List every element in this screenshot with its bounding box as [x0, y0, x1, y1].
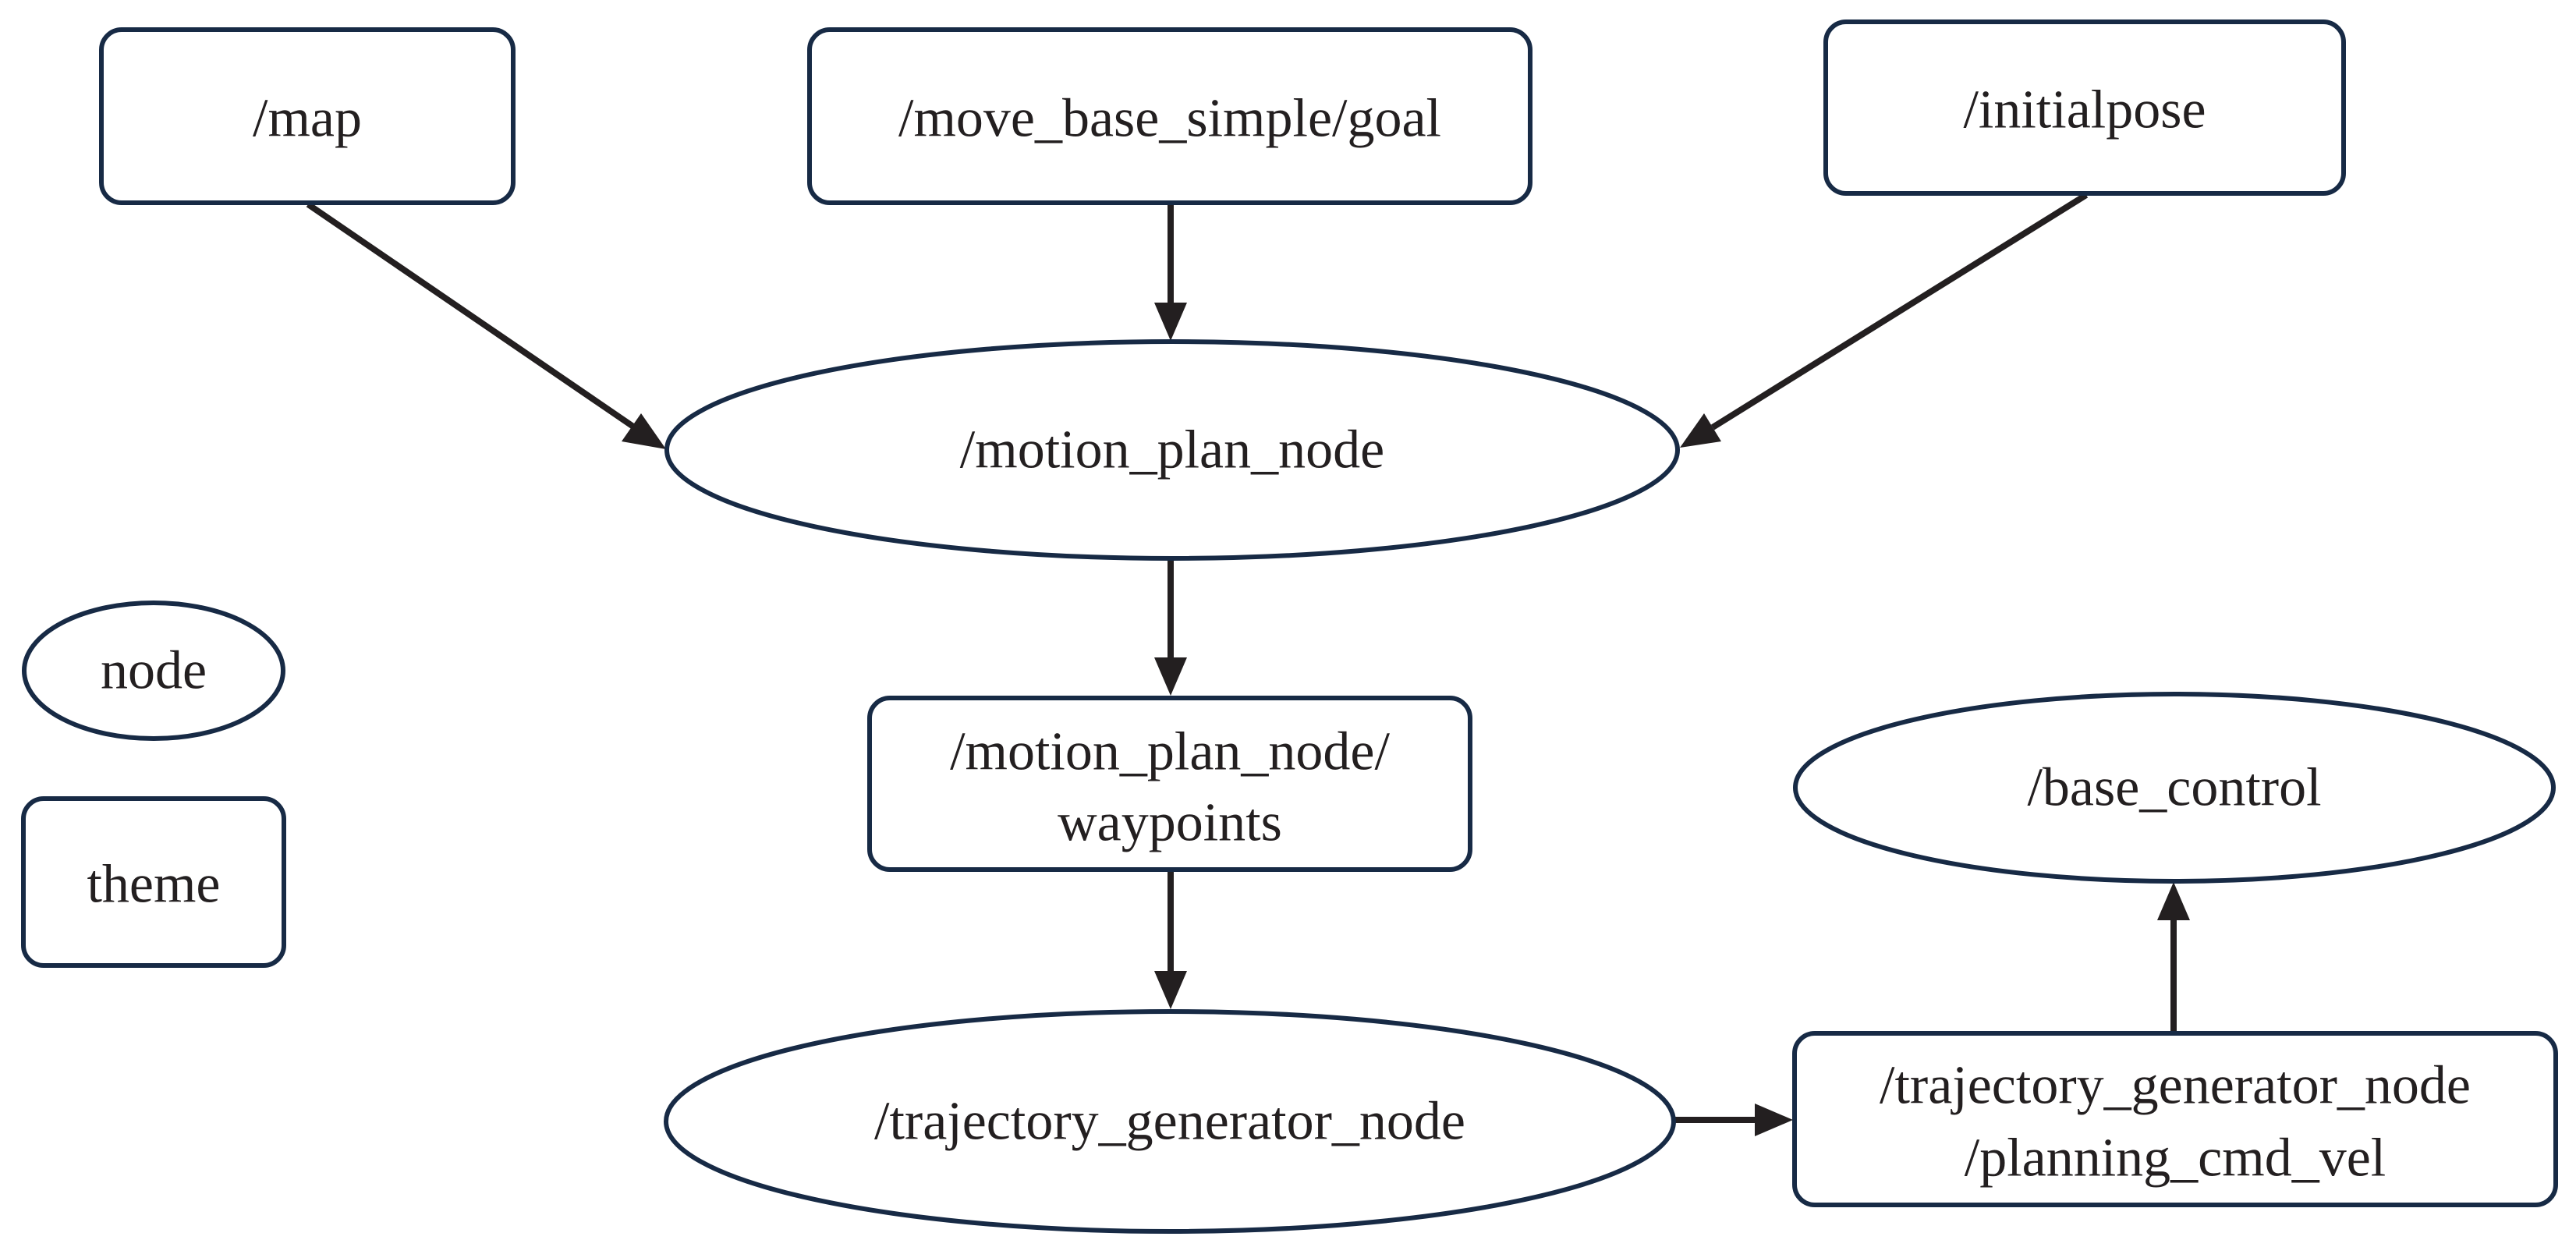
edge-initialpose-to-motion-plan-node — [1680, 192, 2089, 448]
edges — [306, 192, 2190, 1136]
edge-goal-to-motion-plan-node — [1154, 204, 1187, 341]
edge-trajectory-generator-node-to-planning-cmd-vel — [1675, 1104, 1793, 1136]
edge-motion-plan-node-to-waypoints — [1154, 559, 1187, 696]
theme-waypoints-label-line1: /motion_plan_node/ — [950, 722, 1390, 782]
theme-map: /map — [99, 27, 516, 205]
theme-map-label: /map — [253, 89, 362, 149]
node-motion-plan-node-label: /motion_plan_node — [960, 420, 1384, 480]
legend-node: node — [22, 601, 285, 741]
legend-theme: theme — [21, 796, 286, 968]
node-motion-plan-node: /motion_plan_node — [664, 339, 1680, 561]
edge-map-to-motion-plan-node — [306, 201, 666, 449]
node-trajectory-generator-node-label: /trajectory_generator_node — [874, 1092, 1465, 1152]
theme-waypoints-label-line2: waypoints — [1058, 793, 1282, 853]
theme-motion-plan-node-waypoints: /motion_plan_node/ waypoints — [867, 696, 1472, 872]
theme-initialpose-label: /initialpose — [1963, 80, 2206, 140]
theme-goal-label: /move_base_simple/goal — [898, 89, 1441, 149]
node-base-control: /base_control — [1793, 692, 2556, 884]
theme-move-base-simple-goal: /move_base_simple/goal — [807, 27, 1532, 205]
legend-theme-label: theme — [87, 855, 220, 915]
theme-planning-cmd-vel-label-line2: /planning_cmd_vel — [1965, 1128, 2386, 1189]
theme-initialpose: /initialpose — [1823, 19, 2346, 196]
edge-planning-cmd-vel-to-base-control — [2157, 882, 2190, 1032]
node-trajectory-generator-node: /trajectory_generator_node — [664, 1009, 1676, 1234]
legend: node theme — [21, 601, 286, 968]
legend-node-label: node — [101, 641, 207, 701]
theme-planning-cmd-vel-label-line1: /trajectory_generator_node — [1880, 1056, 2471, 1116]
theme-planning-cmd-vel: /trajectory_generator_node /planning_cmd… — [1792, 1031, 2558, 1207]
edge-waypoints-to-trajectory-generator-node — [1154, 870, 1187, 1009]
node-base-control-label: /base_control — [2027, 758, 2321, 818]
